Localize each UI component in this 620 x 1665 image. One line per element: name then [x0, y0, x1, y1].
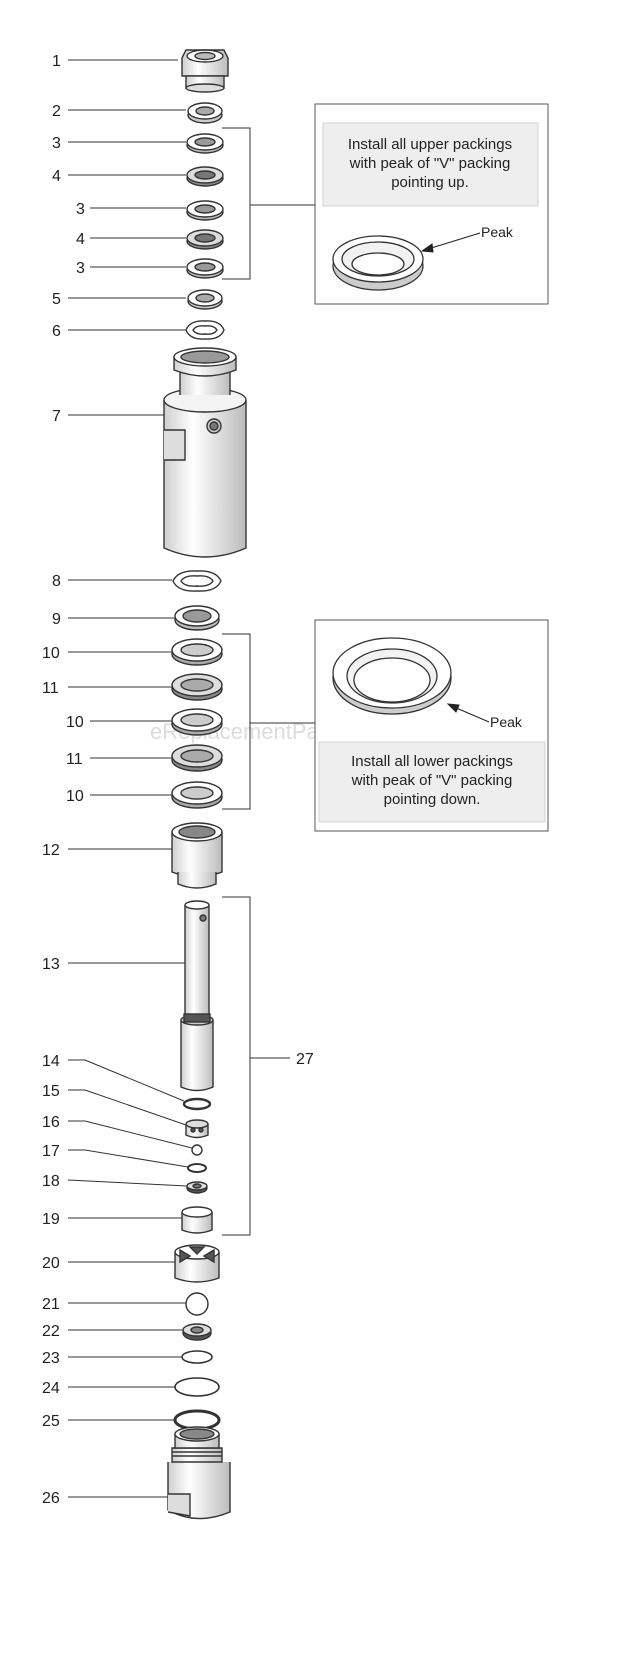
- callout-1: 1: [52, 53, 61, 70]
- callout-10b: 10: [66, 714, 84, 731]
- callout-23: 23: [42, 1350, 60, 1367]
- callout-2: 2: [52, 103, 61, 120]
- part-26-intake-valve-housing: [167, 1426, 231, 1520]
- part-19-piston: [181, 1206, 213, 1234]
- part-15-seat-retainer: [185, 1119, 209, 1139]
- callout-8: 8: [52, 573, 61, 590]
- upper-packing-note: Install all upper packings with peak of …: [314, 103, 549, 305]
- callout-9: 9: [52, 611, 61, 628]
- part-13-piston-rod: [180, 900, 214, 1092]
- leader-lines: [67, 59, 315, 1498]
- lower-peak-label: Peak: [490, 714, 523, 730]
- callout-11b: 11: [66, 751, 83, 768]
- part-23-washer: [181, 1350, 213, 1364]
- callout-5: 5: [52, 291, 61, 308]
- lower-packing-illustration: [332, 637, 452, 715]
- part-11-lower-packing-a: [171, 673, 223, 701]
- callout-22: 22: [42, 1323, 60, 1340]
- callout-3a: 3: [52, 135, 61, 152]
- part-3-upper-packing-b: [186, 200, 224, 221]
- part-8-spring: [172, 570, 222, 592]
- parts-stack: [163, 49, 247, 1520]
- part-5-female-adapter: [187, 289, 223, 310]
- part-7-cylinder: [163, 347, 247, 558]
- callout-18: 18: [42, 1173, 60, 1190]
- callout-20: 20: [42, 1255, 60, 1272]
- upper-note-line-2: with peak of "V" packing: [349, 155, 511, 172]
- lower-peak-arrow: [446, 703, 490, 723]
- callout-10c: 10: [66, 788, 84, 805]
- callout-3b: 3: [76, 201, 85, 218]
- lower-note-line-3: pointing down.: [384, 791, 481, 808]
- part-4-upper-packing-a: [186, 166, 224, 187]
- callout-4b: 4: [76, 231, 85, 248]
- part-20-foot-valve-cage: [174, 1244, 220, 1283]
- part-10-lower-packing-b: [171, 708, 223, 736]
- upper-peak-arrow: [420, 232, 481, 253]
- callout-27: 27: [296, 1051, 314, 1068]
- callout-6: 6: [52, 323, 61, 340]
- callout-19: 19: [42, 1211, 60, 1228]
- part-18-seat: [186, 1181, 208, 1194]
- part-22-seat: [182, 1323, 212, 1341]
- part-9-female-adapter: [174, 605, 220, 631]
- upper-peak-label: Peak: [481, 224, 514, 240]
- part-3-upper-packing-a: [186, 133, 224, 154]
- callout-12: 12: [42, 842, 60, 859]
- callout-11a: 11: [42, 680, 59, 697]
- callout-13: 13: [42, 956, 60, 973]
- part-1-packing-nut: [181, 49, 229, 93]
- callout-16: 16: [42, 1114, 60, 1131]
- callout-4a: 4: [52, 168, 61, 185]
- upper-packing-illustration: [332, 235, 424, 291]
- part-21-ball: [185, 1292, 209, 1316]
- callout-24: 24: [42, 1380, 60, 1397]
- callout-3c: 3: [76, 260, 85, 277]
- part-2-male-adapter: [187, 102, 223, 124]
- callout-25: 25: [42, 1413, 60, 1430]
- part-14-o-ring: [182, 1097, 212, 1111]
- callout-15: 15: [42, 1083, 60, 1100]
- callout-17: 17: [42, 1143, 60, 1160]
- part-10-lower-packing-a: [171, 638, 223, 666]
- callout-26: 26: [42, 1490, 60, 1507]
- callout-21: 21: [42, 1296, 60, 1313]
- part-3-upper-packing-c: [186, 258, 224, 279]
- part-10-lower-packing-c: [171, 781, 223, 809]
- callout-7: 7: [52, 408, 61, 425]
- part-6-spring: [185, 320, 225, 340]
- callout-numbers: 1 2 3 4 3 4 3 5 6 7 8 9 10 11 10 11 10 1…: [42, 53, 314, 1507]
- lower-packing-note: Peak Install all lower packings with pea…: [314, 619, 549, 832]
- part-11-lower-packing-b: [171, 744, 223, 772]
- part-24-o-ring: [174, 1377, 220, 1397]
- part-16-ball: [191, 1144, 203, 1156]
- part-4-upper-packing-b: [186, 229, 224, 250]
- callout-10a: 10: [42, 645, 60, 662]
- upper-note-line-3: pointing up.: [391, 174, 469, 191]
- callout-14: 14: [42, 1053, 60, 1070]
- upper-note-line-1: Install all upper packings: [348, 136, 512, 153]
- lower-note-line-2: with peak of "V" packing: [351, 772, 513, 789]
- part-12-male-adapter: [171, 822, 223, 889]
- lower-note-line-1: Install all lower packings: [351, 753, 513, 770]
- part-17-washer: [187, 1163, 207, 1173]
